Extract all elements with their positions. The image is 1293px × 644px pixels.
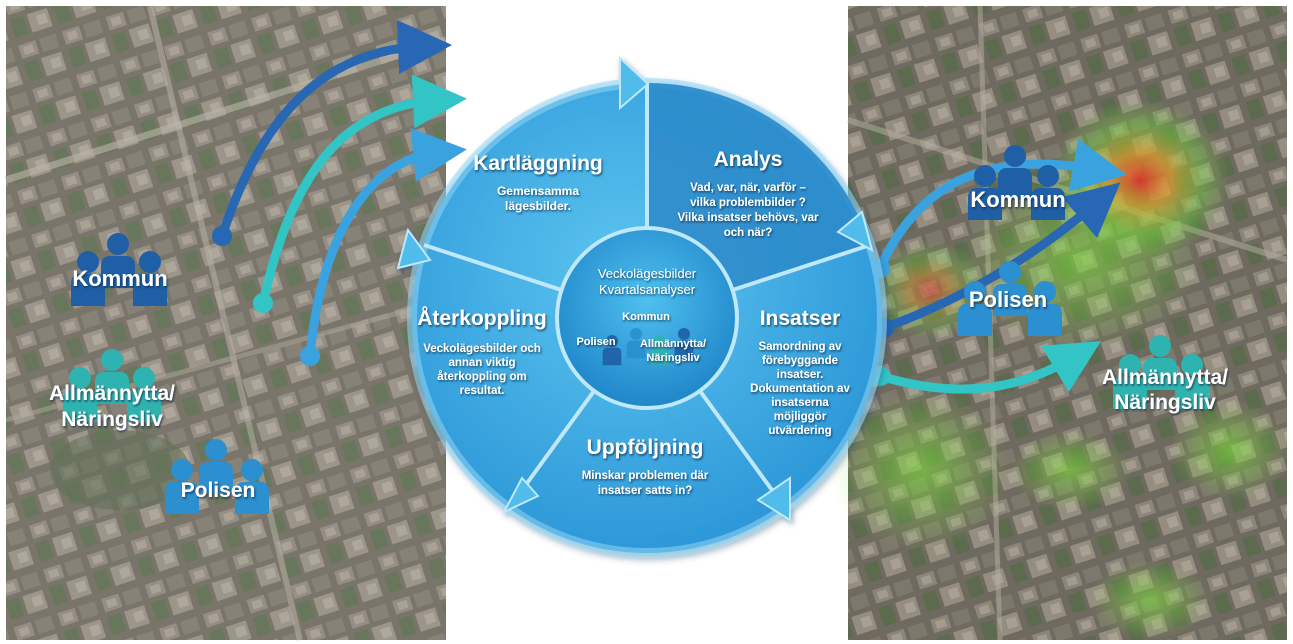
hub-line-2: Kvartalsanalyser bbox=[599, 282, 696, 297]
segment-insatser: Insatser Samordning av förebyggande insa… bbox=[750, 307, 850, 437]
left-kommun-group: Kommun bbox=[71, 233, 168, 306]
insatser-line-6: möjliggör bbox=[774, 411, 827, 423]
left-polisen-group: Polisen bbox=[165, 439, 269, 514]
uppfoljning-line-2: insatser satts in? bbox=[598, 485, 693, 497]
hub-kommun: Kommun bbox=[622, 311, 670, 323]
left-allmannytta-group: Allmännytta/ Näringsliv bbox=[49, 349, 175, 431]
insatser-line-1: Samordning av bbox=[758, 341, 842, 353]
aterkoppling-line-3: återkoppling om bbox=[437, 371, 526, 383]
kartlaggning-title: Kartläggning bbox=[473, 152, 603, 175]
rim-arrow-5 bbox=[396, 227, 432, 270]
insatser-title: Insatser bbox=[760, 307, 841, 330]
aterkoppling-title: Återkoppling bbox=[417, 306, 547, 330]
right-polisen-label: Polisen bbox=[969, 287, 1047, 312]
hub-polisen: Polisen bbox=[576, 336, 615, 348]
insatser-line-5: insatserna bbox=[771, 397, 829, 409]
left-allmannytta-line-2: Näringsliv bbox=[61, 408, 163, 431]
insatser-line-4: Dokumentation av bbox=[750, 383, 850, 395]
right-allmannytta-line-1: Allmännytta/ bbox=[1102, 366, 1228, 389]
segment-analys-text: Analys Vad, var, när, varför – vilka pro… bbox=[677, 148, 819, 239]
aterkoppling-line-4: resultat. bbox=[460, 385, 505, 397]
analys-line-2: vilka problembilder ? bbox=[690, 197, 806, 209]
insatser-line-2: förebyggande bbox=[762, 355, 838, 367]
arrow-kommun-out bbox=[875, 138, 1127, 270]
arrow-allmannytta-out bbox=[878, 341, 1102, 394]
insatser-line-7: utvärdering bbox=[768, 425, 831, 437]
kartlaggning-line-1: Gemensamma bbox=[497, 184, 579, 198]
aterkoppling-line-1: Veckolägesbilder och bbox=[423, 343, 541, 355]
segment-kartlaggning: Kartläggning Gemensamma lägesbilder. bbox=[473, 152, 603, 213]
hub-allmannytta-line-2: Näringsliv bbox=[646, 352, 700, 364]
hub-line-1: Veckolägesbilder bbox=[598, 266, 697, 281]
right-polisen-group: Polisen bbox=[958, 261, 1062, 336]
left-polisen-label: Polisen bbox=[181, 479, 256, 502]
rim-arrow-3 bbox=[756, 476, 791, 522]
rim-arrow-1 bbox=[619, 55, 650, 111]
arrow-polisen-out bbox=[882, 182, 1121, 333]
analys-line-3: Vilka insatser behövs, var bbox=[677, 212, 819, 224]
segment-aterkoppling: Återkoppling Veckolägesbilder och annan … bbox=[417, 306, 547, 397]
right-allmannytta-group: Allmännytta/ Näringsliv bbox=[1102, 335, 1228, 414]
right-kommun-label: Kommun bbox=[970, 187, 1065, 212]
hub-allmannytta-line-1: Allmännytta/ bbox=[640, 338, 706, 350]
right-allmannytta-line-2: Näringsliv bbox=[1114, 391, 1216, 414]
hub-content: Veckolägesbilder Kvartalsanalyser Kommun… bbox=[576, 266, 706, 366]
cycle-diagram bbox=[396, 55, 887, 558]
analys-line-4: och när? bbox=[724, 227, 773, 239]
aterkoppling-line-2: annan viktig bbox=[448, 357, 515, 369]
analys-line-1: Vad, var, när, varför – bbox=[690, 182, 806, 194]
analys-title: Analys bbox=[714, 148, 783, 171]
arrow-polisen-in bbox=[305, 127, 467, 357]
segment-uppfoljning: Uppföljning Minskar problemen där insats… bbox=[582, 436, 709, 497]
cycle-hub bbox=[555, 226, 739, 410]
arrow-allmannytta-in bbox=[258, 74, 467, 304]
left-aerial-map bbox=[4, 5, 448, 641]
kartlaggning-line-2: lägesbilder. bbox=[505, 199, 571, 213]
uppfoljning-title: Uppföljning bbox=[587, 436, 704, 459]
insatser-line-3: insatser. bbox=[777, 369, 824, 381]
left-kommun-label: Kommun bbox=[72, 266, 167, 291]
uppfoljning-line-1: Minskar problemen där bbox=[582, 470, 709, 482]
left-allmannytta-line-1: Allmännytta/ bbox=[49, 382, 175, 405]
rim-arrow-4 bbox=[501, 476, 540, 515]
left-input-arrows bbox=[212, 20, 467, 366]
arrow-kommun-in bbox=[217, 20, 452, 238]
rim-arrow-2 bbox=[836, 210, 874, 252]
right-kommun-group: Kommun bbox=[968, 145, 1066, 220]
